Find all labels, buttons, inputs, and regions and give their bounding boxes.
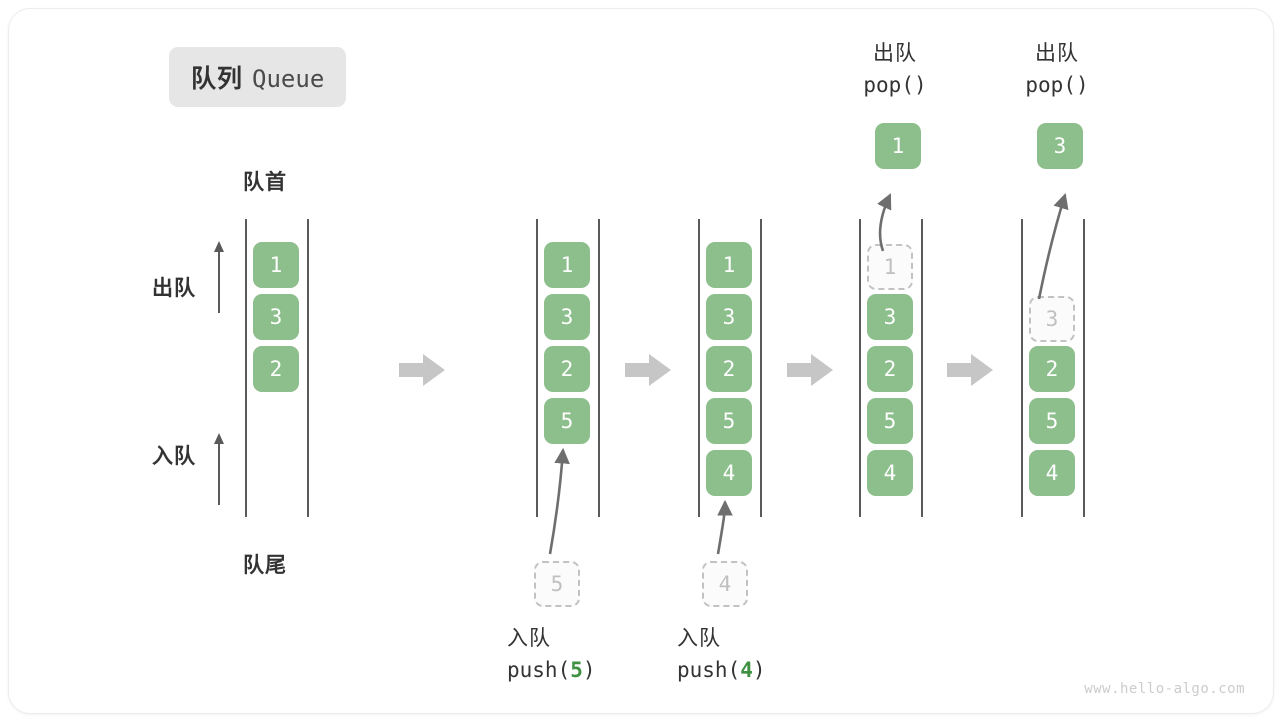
rail-left [245,219,247,517]
queue-cell: 3 [706,294,752,340]
transition-arrow-icon [947,354,993,386]
push-close: ) [582,658,596,682]
pop-label-cn: 出队 [1035,42,1079,65]
diagram-stage: 队列 Queue 队首 队尾 出队 入队 1 3 2 1 3 2 5 5 [9,9,1273,713]
rail-right [307,219,309,517]
queue-cell: 2 [1029,346,1075,392]
ghost-cell-push-4: 4 [702,561,748,607]
rail-right [760,219,762,517]
queue-cell: 3 [253,294,299,340]
queue-cell: 5 [706,398,752,444]
pop-caption-3: 出队 pop() [977,37,1137,97]
ghost-cell-popped-3: 3 [1029,296,1075,342]
queue-cell: 5 [544,398,590,444]
pop-label-code: pop() [863,73,927,97]
queue-cell: 1 [706,242,752,288]
pop-arrow-1-icon [877,193,892,252]
push-arrow-4-icon [716,499,733,555]
push-label-cn: 入队 [507,627,551,650]
rail-left [536,219,538,517]
queue-cell: 4 [706,450,752,496]
push-arrow-5-icon [548,447,570,555]
push-close: ) [752,658,766,682]
rail-right [921,219,923,517]
push-label-code: push(4) [647,658,807,682]
queue-cell: 2 [867,346,913,392]
push-label-code: push(5) [477,658,637,682]
diagram-card: 队列 Queue 队首 队尾 出队 入队 1 3 2 1 3 2 5 5 [8,8,1274,714]
push-arg: 4 [740,658,753,682]
pop-caption-1: 出队 pop() [815,37,975,97]
rail-right [1083,219,1085,517]
push-caption-5: 入队 push(5) [477,622,637,682]
queue-cell: 4 [867,450,913,496]
queue-cell: 3 [544,294,590,340]
rail-left [698,219,700,517]
queue-cell: 1 [544,242,590,288]
label-front: 队首 [243,171,287,194]
popped-value-cell: 1 [875,123,921,169]
title-chinese: 队列 [191,65,244,93]
rail-right [598,219,600,517]
queue-cell: 5 [1029,398,1075,444]
queue-cell: 4 [1029,450,1075,496]
push-arg: 5 [570,658,583,682]
label-enqueue: 入队 [152,445,196,468]
diagram-title-badge: 队列 Queue [169,47,347,107]
ghost-cell-popped-1: 1 [867,244,913,290]
push-fn: push( [507,658,571,682]
queue-cell: 3 [867,294,913,340]
rail-left [1021,219,1023,517]
watermark: www.hello-algo.com [1084,681,1245,697]
queue-cell: 1 [253,242,299,288]
transition-arrow-icon [399,354,445,386]
pop-label-code: pop() [1025,73,1089,97]
pop-label-cn: 出队 [873,42,917,65]
queue-cell: 5 [867,398,913,444]
popped-value-cell: 3 [1037,123,1083,169]
label-dequeue: 出队 [152,277,196,300]
transition-arrow-icon [625,354,671,386]
queue-cell: 2 [544,346,590,392]
ghost-cell-push-5: 5 [534,561,580,607]
transition-arrow-icon [787,354,833,386]
queue-cell: 2 [253,346,299,392]
title-english: Queue [252,65,325,93]
label-rear: 队尾 [243,554,287,577]
push-caption-4: 入队 push(4) [647,622,807,682]
push-fn: push( [677,658,741,682]
pop-arrow-3-icon [1037,193,1069,300]
push-label-cn: 入队 [677,627,721,650]
queue-cell: 2 [706,346,752,392]
rail-left [859,219,861,517]
